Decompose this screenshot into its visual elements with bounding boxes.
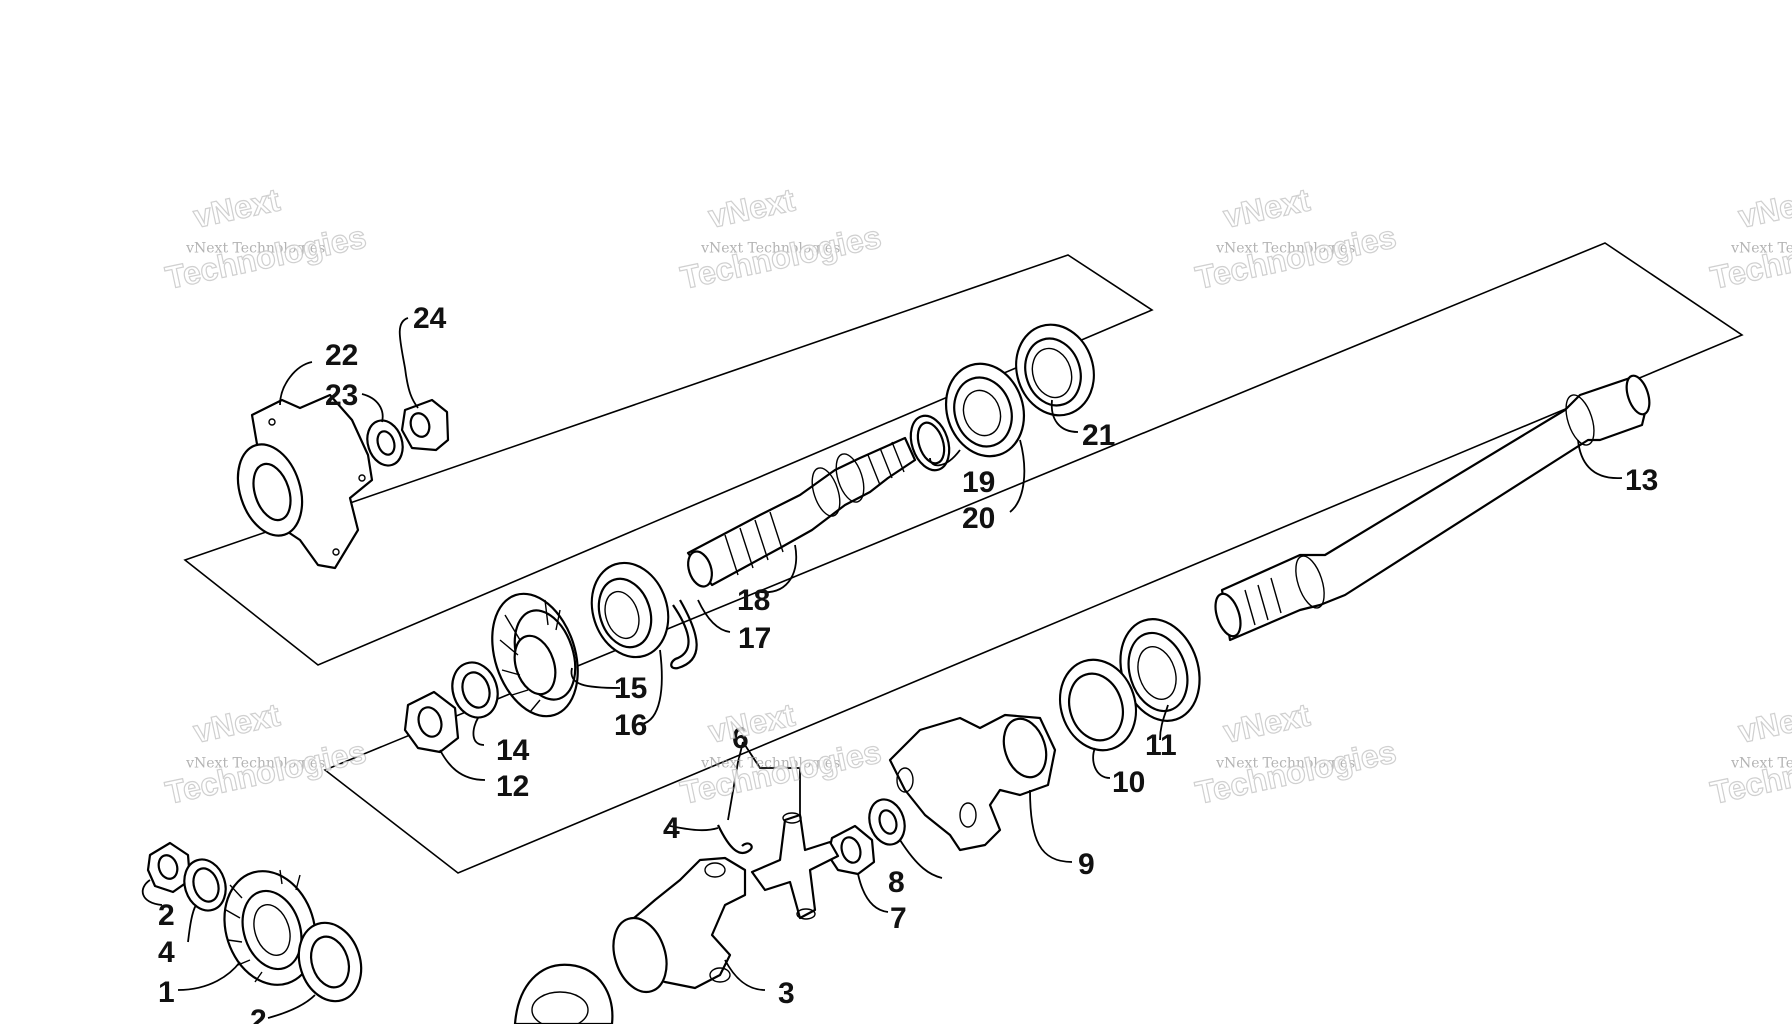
part-18-collar: [590, 561, 670, 659]
watermark-tile-7: vNext vNext Technologies Technologies: [1192, 696, 1400, 812]
watermark-tile-3: vNext vNext Technologies Technologies: [1192, 181, 1400, 297]
svg-text:vNext Technologies: vNext Technologies: [185, 756, 325, 772]
callout-20: 18: [737, 584, 770, 617]
part-22-bearing: [944, 362, 1026, 458]
svg-text:Technologies: Technologies: [677, 218, 884, 296]
part-26-nut: [400, 398, 450, 452]
svg-text:vNext: vNext: [190, 696, 283, 749]
callout-16: 14: [496, 734, 530, 767]
leader-lines: [141, 317, 1623, 1019]
callout-17: 15: [614, 672, 647, 705]
svg-text:vNext Technologies: vNext Technologies: [1215, 756, 1355, 772]
part-2-washer: [297, 921, 363, 1003]
watermark-tile-1: vNext vNext Technologies Technologies: [162, 181, 370, 297]
part-11-yoke: [888, 713, 1057, 852]
svg-text:vNext: vNext: [1220, 696, 1313, 749]
upper-assembly-frame: [183, 254, 1154, 666]
callout-18: 16: [614, 709, 647, 742]
part-24-hub: [236, 393, 374, 570]
part-4-washer: [183, 858, 227, 912]
svg-text:Technologies: Technologies: [1192, 733, 1399, 811]
svg-text:vNext: vNext: [190, 181, 283, 234]
part-14-axle-shaft: [1214, 374, 1651, 642]
svg-text:vNext: vNext: [1735, 696, 1792, 749]
watermark-tile-6: vNext vNext Technologies Technologies: [677, 696, 885, 812]
callout-23: 21: [1082, 419, 1115, 452]
part-20-shaft: [686, 436, 917, 588]
watermark-tile-5: vNext vNext Technologies Technologies: [162, 696, 370, 812]
callout-25: 23: [325, 379, 358, 412]
svg-text:vNext: vNext: [1220, 181, 1313, 234]
callout-10: 8: [888, 866, 905, 899]
part-23-seal: [1015, 323, 1095, 417]
svg-text:vNext Technologies: vNext Technologies: [185, 241, 325, 257]
part-1-gear: [223, 869, 317, 986]
part-15-nut: [403, 690, 460, 754]
partial-boot: [513, 963, 614, 1024]
svg-text:vNext Technologies: vNext Technologies: [1730, 241, 1792, 257]
callout-15: 12: [496, 770, 529, 803]
part-10-washer: [868, 798, 906, 846]
callout-12: 10: [1112, 766, 1145, 799]
part-19-snap-ring: [670, 599, 698, 670]
svg-text:vNext: vNext: [1735, 181, 1792, 234]
callout-7: 6: [732, 722, 749, 755]
callout-22: 20: [962, 502, 995, 535]
part-6-yoke: [612, 856, 747, 994]
part-16-washer: [451, 661, 499, 719]
svg-text:Technologies: Technologies: [677, 733, 884, 811]
callout-6: 3: [778, 977, 795, 1010]
svg-text:vNext Technologies: vNext Technologies: [1730, 756, 1792, 772]
callout-3: 2: [158, 899, 175, 932]
part-17-bevel-gear: [491, 592, 579, 718]
part-8-clip: [717, 824, 753, 855]
part-9-nut: [826, 824, 876, 876]
svg-text:vNext: vNext: [705, 696, 798, 749]
callout-13: 11: [1145, 729, 1177, 762]
svg-text:vNext Technologies: vNext Technologies: [700, 756, 840, 772]
callout-labels: 22 23 24 21 19 20 13 18 17 15 16 14 12 1…: [158, 302, 1658, 1024]
part-13-bearing: [1119, 618, 1201, 722]
watermark-tile-8: vNext vNext Technologies Technologies: [1707, 696, 1792, 812]
callout-11: 9: [1078, 848, 1095, 881]
svg-text:vNext: vNext: [705, 181, 798, 234]
part-12-seal: [1058, 658, 1138, 752]
callout-24: 22: [325, 339, 358, 372]
part-25-washer: [366, 419, 404, 467]
callout-26: 24: [413, 302, 447, 335]
callout-21: 19: [962, 466, 995, 499]
callout-1: 1: [158, 976, 175, 1009]
watermark-tile-4: vNext vNext Technologies Technologies: [1707, 181, 1792, 297]
watermark-tile-2: vNext vNext Technologies Technologies: [677, 181, 885, 297]
callout-2: 2: [250, 1004, 267, 1024]
svg-text:vNext Technologies: vNext Technologies: [1215, 241, 1355, 257]
callout-9: 7: [890, 902, 907, 935]
middle-assembly-frame: [323, 242, 1744, 874]
svg-text:Technologies: Technologies: [1192, 218, 1399, 296]
svg-text:Technologies: Technologies: [162, 733, 369, 811]
callout-19: 17: [738, 622, 771, 655]
part-3-nut: [146, 841, 192, 894]
callout-4: 4: [158, 936, 175, 969]
part-21-ring: [909, 414, 951, 472]
svg-text:Technologies: Technologies: [162, 218, 369, 296]
callout-14: 13: [1625, 464, 1658, 497]
callout-8: 4: [663, 812, 680, 845]
svg-text:vNext Technologies: vNext Technologies: [700, 241, 840, 257]
part-7-cross-joint: [750, 812, 840, 920]
